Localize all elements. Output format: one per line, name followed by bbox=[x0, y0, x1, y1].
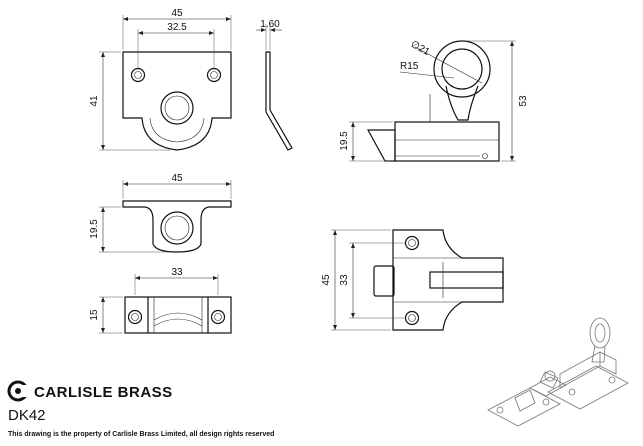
dim-ring-diameter-label: ∅21 bbox=[409, 39, 432, 58]
product-code: DK42 bbox=[8, 407, 46, 424]
bolt-front-view bbox=[373, 229, 504, 331]
isometric-illustration bbox=[487, 317, 629, 427]
carlisle-logo-icon bbox=[7, 380, 29, 402]
dim-top-hole-spacing: 32.5 bbox=[137, 22, 215, 70]
keep-view bbox=[124, 296, 232, 334]
dim-mid-width: 45 bbox=[122, 173, 232, 199]
dim-bolt-height: 19.5 bbox=[339, 121, 393, 162]
dim-keep-height: 15 bbox=[89, 296, 123, 334]
dim-keep-hole-spacing-label: 33 bbox=[171, 267, 183, 278]
plate-side-profile: 1.60 bbox=[256, 19, 293, 151]
plate-top-view bbox=[122, 200, 232, 253]
dim-ring-radius-label: R15 bbox=[400, 61, 419, 72]
dim-mid-height: 19.5 bbox=[89, 206, 170, 253]
brand-name: CARLISLE BRASS bbox=[34, 384, 173, 401]
plate-front-view bbox=[122, 51, 232, 151]
dim-overall-height: 53 bbox=[465, 40, 529, 162]
ring-callouts: ∅21 R15 bbox=[399, 39, 483, 84]
dim-front-outer-height-label: 45 bbox=[321, 274, 332, 286]
dim-keep-hole-spacing: 33 bbox=[134, 267, 219, 295]
footer-note: This drawing is the property of Carlisle… bbox=[8, 431, 274, 438]
dim-top-hole-spacing-label: 32.5 bbox=[167, 22, 187, 33]
dim-mid-width-label: 45 bbox=[171, 173, 183, 184]
brand-block: CARLISLE BRASS DK42 This drawing is the … bbox=[7, 380, 274, 438]
dim-top-width-label: 45 bbox=[171, 8, 183, 19]
dim-front-outer-height: 45 bbox=[321, 229, 391, 331]
dim-keep-height-label: 15 bbox=[89, 309, 100, 321]
dim-overall-height-label: 53 bbox=[518, 95, 529, 107]
dim-bolt-height-label: 19.5 bbox=[339, 131, 350, 151]
dim-top-width: 45 bbox=[122, 8, 232, 50]
dim-mid-height-label: 19.5 bbox=[89, 219, 100, 239]
dim-thickness-label: 1.60 bbox=[260, 19, 280, 30]
dim-top-height: 41 bbox=[89, 51, 170, 151]
dim-front-hole-spacing: 33 bbox=[339, 242, 405, 319]
dim-front-hole-spacing-label: 33 bbox=[339, 274, 350, 286]
dim-top-height-label: 41 bbox=[89, 95, 100, 107]
bolt-side-view bbox=[366, 40, 500, 162]
